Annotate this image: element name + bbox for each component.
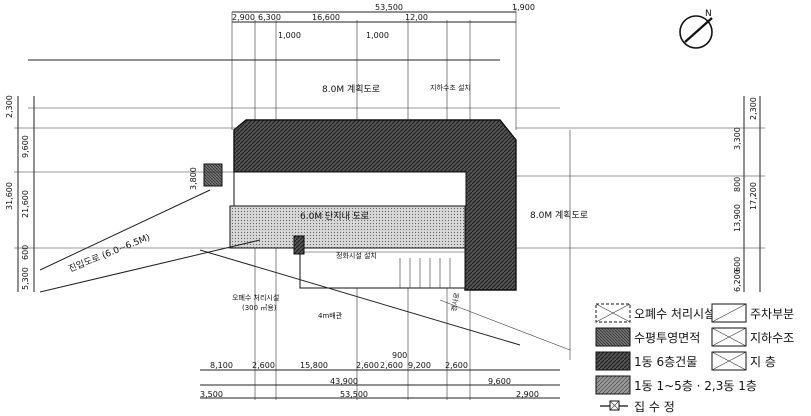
inner-label: 정화시설 설치: [336, 251, 377, 260]
top-dimensions: 53,500 1,900 2,900 6,300 16,600 12,00 1,…: [231, 3, 535, 400]
dim-bot-sub: 43,900: [330, 377, 358, 386]
dim-right-g: 17,200: [749, 182, 758, 210]
dim-top-a: 2,900: [232, 13, 255, 22]
road-mid-label: 6.0M 단지내 도로: [300, 211, 369, 222]
dim-bot-b: 2,600: [252, 361, 275, 370]
dim-left-b: 9,600: [21, 135, 30, 158]
dim-top-right-small: 1,900: [512, 3, 535, 12]
dim-bot-right: 9,600: [488, 377, 511, 386]
dim-left-d: 21,600: [21, 190, 30, 218]
main-building-6f: [233, 119, 517, 291]
road-right-label: 8.0M 계획도로: [530, 209, 588, 221]
inner-band: [233, 171, 467, 207]
dim-top-b: 6,300: [258, 13, 281, 22]
ramp-edge: [199, 249, 521, 346]
dim-bot-total: 53,500: [340, 390, 368, 399]
dim-left-a: 2,300: [5, 95, 14, 118]
well-note: 4m배관: [318, 311, 343, 320]
road-top-note: 지하수조 설치: [430, 83, 471, 92]
legend-label-6: 1동 1~5층 · 2,3동 1층: [634, 379, 757, 393]
legend: 오폐수 처리시설 주차부분 수평투영면적 지하수조 1동 6층건물 지 층 1동…: [595, 303, 794, 414]
legend-label-0: 오폐수 처리시설: [634, 307, 715, 321]
legend-label-7: 집 수 정: [634, 400, 675, 414]
dim-right-a: 2,300: [749, 97, 758, 120]
dim-bot-g: 2,600: [445, 361, 468, 370]
legend-label-5: 지 층: [750, 355, 776, 369]
bottom-dimensions: 8,100 2,600 15,800 2,600 2,600 9,200 2,6…: [200, 351, 560, 399]
dim-right-e: 600: [733, 257, 742, 272]
legend-label-1: 주차부분: [750, 307, 794, 321]
dim-right-b: 3,300: [733, 127, 742, 150]
road-left-edge-2: [39, 239, 261, 293]
legend-label-3: 지하수조: [750, 331, 794, 345]
tank-capacity: (300 ㎥용): [242, 303, 277, 312]
dim-left-f: 5,300: [21, 267, 30, 290]
dim-bot-h: 900: [392, 351, 407, 360]
dim-left-g: 3,800: [189, 167, 198, 190]
tank-note: 오폐수 처리시설: [232, 293, 279, 302]
ramp-note: 경사로: [449, 291, 461, 312]
dim-top-e: 1,000: [366, 31, 389, 40]
north-arrow: N: [679, 9, 713, 49]
legend-label-2: 수평투영면적: [634, 331, 700, 345]
left-dimensions: 2,300 9,600 31,600 21,600 600 5,300 3,80…: [5, 95, 240, 292]
north-label: N: [705, 9, 712, 19]
dim-bot-left-small: 3,500: [200, 390, 223, 399]
dim-bot-a: 8,100: [210, 361, 233, 370]
dim-left-c: 31,600: [5, 182, 14, 210]
dim-top-c: 16,600: [312, 13, 340, 22]
dim-bot-e: 2,600: [380, 361, 403, 370]
road-top-label: 8.0M 계획도로: [322, 83, 380, 95]
dim-left-e: 600: [21, 245, 30, 260]
dim-right-f: 6,200: [733, 269, 742, 292]
dim-right-c: 800: [733, 177, 742, 192]
legend-label-4: 1동 6층건물: [634, 355, 697, 369]
right-dimensions: 2,300 3,300 800 13,900 600 6,200 17,200: [516, 96, 765, 292]
dim-bot-c: 15,800: [300, 361, 328, 370]
dim-bot-d: 2,600: [356, 361, 379, 370]
road-left-edge-1: [39, 189, 211, 271]
dim-top-d: 1,000: [278, 31, 301, 40]
dim-top-f: 12,00: [405, 13, 428, 22]
dim-bot-f: 9,200: [408, 361, 431, 370]
well-box: [293, 235, 305, 255]
tank-block: [203, 163, 223, 187]
lower-block: [299, 247, 466, 289]
dim-right-d: 13,900: [733, 204, 742, 232]
dim-top-total: 53,500: [375, 3, 403, 12]
dim-bot-right-small: 2,900: [516, 390, 539, 399]
